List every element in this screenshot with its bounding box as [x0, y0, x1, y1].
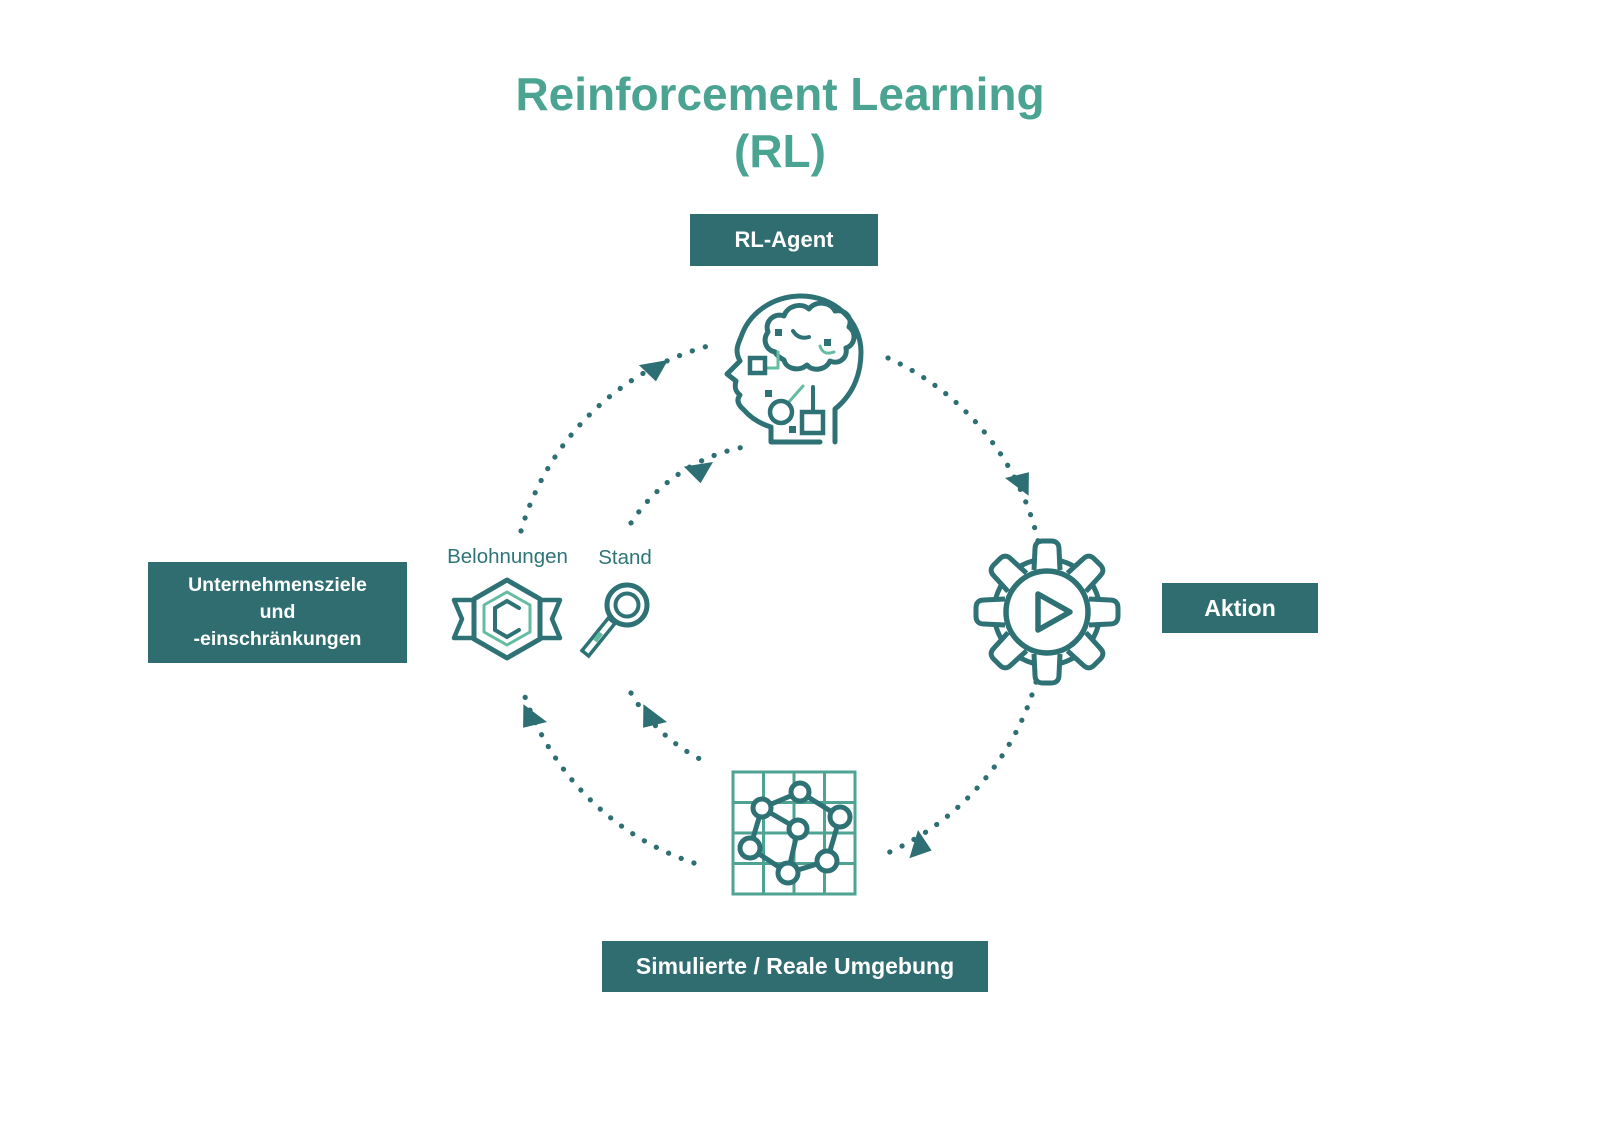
goals-box: Unternehmensziele und -einschränkungen	[148, 562, 407, 663]
play-icon	[1035, 591, 1073, 633]
arc-state-to-agent	[628, 444, 747, 526]
network-nodes	[737, 780, 853, 886]
action-box: Aktion	[1162, 583, 1318, 633]
arrowhead-right-lower	[909, 830, 932, 859]
flow-arrowheads	[523, 360, 1029, 859]
arc-action-to-environment	[880, 679, 1039, 858]
environment-box: Simulierte / Reale Umgebung	[602, 941, 988, 992]
arrowhead-to-agent-inner	[683, 462, 713, 484]
magnifier-icon	[579, 582, 650, 659]
network-grid-icon	[731, 770, 857, 896]
brain-outline	[762, 300, 857, 372]
arrowhead-left-lower-outer	[523, 704, 547, 728]
gear-play-icon	[973, 538, 1121, 686]
title-line2: (RL)	[734, 125, 826, 177]
arc-environment-to-rewards	[521, 691, 697, 866]
brain-head-icon	[724, 293, 864, 445]
arrowhead-right-upper	[1005, 472, 1029, 496]
arrowhead-to-agent-outer	[638, 360, 668, 382]
arc-agent-to-action	[885, 355, 1044, 558]
agent-box: RL-Agent	[690, 214, 878, 266]
arrowhead-left-lower-inner	[643, 704, 667, 728]
page-title: Reinforcement Learning (RL)	[380, 66, 1180, 180]
title-line1: Reinforcement Learning	[515, 68, 1045, 120]
arc-rewards-to-agent	[518, 342, 715, 534]
state-label: Stand	[598, 546, 652, 569]
award-badge-icon	[451, 577, 563, 661]
arc-environment-to-state	[628, 690, 709, 765]
rewards-label: Belohnungen	[447, 545, 568, 568]
